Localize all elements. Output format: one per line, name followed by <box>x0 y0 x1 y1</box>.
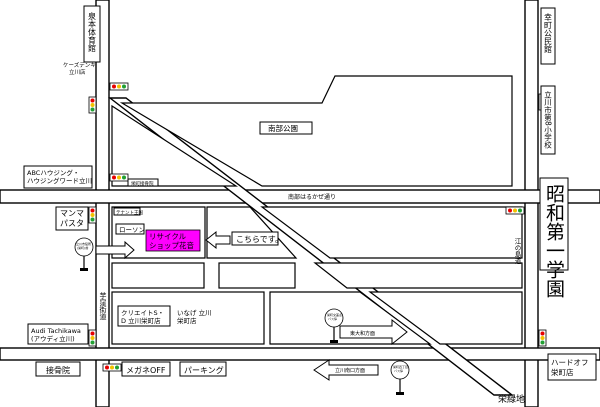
kswin-line: 立川店 <box>69 68 86 76</box>
here-label-box <box>231 231 279 246</box>
traffic-signal-icon <box>88 96 97 114</box>
block-row-3 <box>313 262 523 289</box>
traffic-signal-icon <box>505 206 525 215</box>
bus-stop-center-label: 栄町交差点 バス停 <box>327 312 343 321</box>
intersection-fill <box>526 191 537 202</box>
kswin-label: ケーズデンキ 立川店 <box>63 61 97 76</box>
recycle-shop-label: リサイクル ショップ花音 <box>149 232 194 250</box>
north-road-label: 南部はるかぜ通り <box>288 193 336 201</box>
bus-left-line: 立川市役所 <box>76 241 91 246</box>
lawson-label: ローソン <box>119 226 145 234</box>
traffic-signal-icon <box>109 82 129 91</box>
abc-line: ABCハウジング・ <box>27 168 79 177</box>
audi-line: Audi Tachikawa <box>31 327 81 335</box>
bus-left-line: (栄町)前 <box>77 245 88 250</box>
create-line: D 立川栄町店 <box>121 316 161 325</box>
east-direction-arrow-icon <box>339 318 408 346</box>
school8-label-box <box>540 85 556 155</box>
here-label: こちらです。 <box>236 235 283 244</box>
west-upper-block <box>111 104 239 187</box>
kswin-line: ケーズデンキ <box>63 61 96 69</box>
create-label: クリエイトS・ D 立川栄町店 <box>121 309 166 325</box>
south-direction-arrow-icon <box>313 359 379 381</box>
gym-label: 泉本体育館 <box>88 11 97 53</box>
create-label-box <box>117 305 171 327</box>
recycle-line: ショップ花音 <box>149 240 194 250</box>
south-direction-label: 立川南口方面 <box>335 367 365 374</box>
hardoff-label-box <box>547 353 597 381</box>
gym-label-box <box>83 5 101 63</box>
here-arrow-icon <box>205 230 231 250</box>
inage-label: いなげ 立川 栄町店 <box>177 308 214 325</box>
community-label: 幸町公民館 <box>544 13 553 54</box>
block-lower-far-right <box>368 291 523 345</box>
parking-label-box <box>179 361 227 377</box>
sekkotsu-label-box <box>35 361 81 377</box>
recycle-line: リサイクル <box>149 232 187 241</box>
traffic-signal-icon <box>88 329 97 347</box>
bus-bottom-line: バス停 <box>394 368 403 373</box>
traffic-signal-icon <box>88 206 97 224</box>
tenant-label: テナント王国 <box>116 210 143 216</box>
audi-label-box <box>27 323 89 345</box>
bus-center-line: 栄町交差点 <box>327 312 342 317</box>
traffic-signal-icon <box>102 363 122 372</box>
park-block <box>119 75 513 187</box>
inage-line: いなげ 立川 <box>177 308 212 317</box>
manma-line: マンマ <box>60 209 84 218</box>
sakaecho-post-label: 栄町接骨院 <box>131 180 154 187</box>
tenant-box <box>113 207 141 216</box>
green-road-label: 栄緑地 <box>498 393 525 405</box>
recycle-shop-box <box>145 229 201 252</box>
bus-stop-icon <box>324 308 344 343</box>
hardoff-label: ハードオフ 栄町店 <box>551 358 591 377</box>
park-label: 南部公園 <box>268 123 298 133</box>
abc-label-box <box>23 165 93 189</box>
school8-label: 立川市第8小学校 <box>543 90 552 150</box>
manma-label: マンマ パスタ <box>60 209 87 228</box>
bus-stop-left-label: 立川市役所 (栄町)前 <box>76 241 92 250</box>
school-label-box <box>539 177 569 271</box>
traffic-signal-icon <box>109 173 129 182</box>
sekkotsu-label: 接骨院 <box>46 365 70 375</box>
intersection-fill <box>97 349 108 359</box>
bus-bottom-line: 栄町四丁目 <box>393 364 408 369</box>
audi-line: (アウディ立川) <box>31 334 75 343</box>
inage-line: 栄町店 <box>177 316 197 325</box>
sakaecho-post-box <box>127 178 159 187</box>
bus-stop-icon <box>390 360 410 395</box>
audi-label: Audi Tachikawa (アウディ立川) <box>31 327 83 343</box>
north-road <box>0 189 600 204</box>
community-label-box <box>540 7 556 65</box>
block-right-big <box>260 206 523 259</box>
abc-line: ハウジングワード立川 <box>27 176 92 185</box>
megane-label: メガネOFF <box>126 365 166 375</box>
bus-stop-icon <box>74 237 94 271</box>
block-row-2 <box>218 262 296 289</box>
bus-arrow-icon <box>95 240 135 260</box>
hardoff-line: ハードオフ <box>551 358 589 367</box>
create-line: クリエイトS・ <box>121 309 164 317</box>
intersection-fill <box>526 349 537 359</box>
east-direction-label: 東大和方面 <box>350 330 375 337</box>
abc-label: ABCハウジング・ ハウジングワード立川 <box>27 168 92 185</box>
hardoff-line: 栄町店 <box>551 367 574 377</box>
east-street-label: 江の島道 <box>513 238 521 265</box>
school-label: 昭和第一学園 <box>543 184 565 298</box>
west-street-label: 芋窪街道 <box>99 292 107 321</box>
traffic-signal-icon <box>538 329 547 347</box>
bus-center-line: バス停 <box>328 316 337 321</box>
park-label-box <box>259 121 313 135</box>
lawson-box <box>115 223 145 235</box>
manma-label-box <box>55 206 89 231</box>
block-row-1 <box>111 262 205 289</box>
bus-stop-bottom-label: 栄町四丁目 バス停 <box>393 364 409 373</box>
manma-line: パスタ <box>60 219 84 228</box>
megane-label-box <box>121 361 171 377</box>
parking-label: パーキング <box>184 365 224 375</box>
intersection-fill <box>97 191 108 202</box>
south-road <box>0 347 600 361</box>
